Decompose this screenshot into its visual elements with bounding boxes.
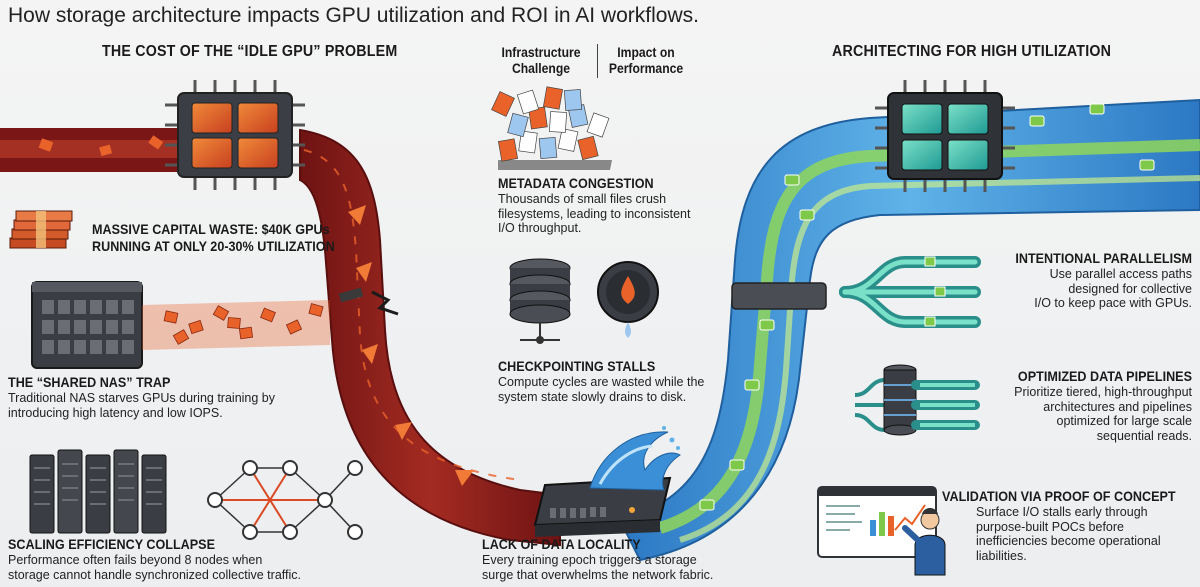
- tiered-storage-icon: [854, 364, 980, 436]
- col1-line1: Infrastructure: [501, 45, 581, 60]
- col1-line2: Challenge: [511, 61, 571, 76]
- pipelines-line3: optimized for large scale: [1056, 414, 1192, 428]
- pipelines-line1: Prioritize tiered, high-throughput: [1014, 385, 1192, 399]
- database-icon: [509, 258, 571, 344]
- validation-line4: liabilities.: [976, 548, 1027, 563]
- scaling-line1: Performance often fails beyond 8 nodes w…: [8, 553, 263, 567]
- gpu-chip-icon: [875, 80, 1015, 192]
- left-section-title: THE COST OF THE “IDLE GPU” PROBLEM: [102, 43, 398, 60]
- parallelism-line3: I/O to keep pace with GPUs.: [1034, 296, 1192, 310]
- nas-server-icon: [31, 281, 330, 369]
- pipelines-line4: sequential reads.: [1096, 428, 1192, 443]
- metadata-line3: I/O throughput.: [498, 221, 582, 235]
- metadata-line2: filesystems, leading to inconsistent: [498, 206, 691, 221]
- scaling-heading: SCALING EFFICIENCY COLLAPSE: [8, 536, 215, 552]
- capital-waste-line2: RUNNING AT ONLY 20-30% UTILIZATION: [92, 238, 335, 254]
- validation-line3: inefficiencies become operational: [976, 534, 1161, 548]
- capital-waste-line1: MASSIVE CAPITAL WASTE: $40K GPUs: [92, 221, 330, 237]
- validation-block: VALIDATION VIA PROOF OF CONCEPT Surface …: [942, 488, 1192, 563]
- wave-icon: [589, 426, 681, 491]
- col2-line1: Impact on: [617, 45, 675, 60]
- parallelism-block: INTENTIONAL PARALLELISM Use parallel acc…: [972, 250, 1192, 311]
- column-header-impact: Impact on Performance: [600, 45, 692, 77]
- scaling-line2: storage cannot handle synchronized colle…: [8, 567, 301, 582]
- parallelism-heading: INTENTIONAL PARALLELISM: [1015, 250, 1192, 266]
- checkpointing-block: CHECKPOINTING STALLS Compute cycles are …: [498, 358, 704, 404]
- locality-line2: surge that overwhelms the network fabric…: [482, 567, 714, 582]
- validation-line2: purpose-built POCs before: [976, 519, 1124, 534]
- gpu-chip-icon: [165, 80, 305, 190]
- disk-drain-icon: [597, 261, 659, 338]
- page-title: How storage architecture impacts GPU uti…: [8, 4, 699, 27]
- checkpointing-line1: Compute cycles are wasted while the: [498, 375, 705, 389]
- pipelines-block: OPTIMIZED DATA PIPELINES Prioritize tier…: [972, 368, 1192, 443]
- small-files-icon: [491, 86, 612, 170]
- shared-nas-line2: introducing high latency and low IOPS.: [8, 405, 223, 420]
- shared-nas-block: THE “SHARED NAS” TRAP Traditional NAS st…: [8, 374, 275, 420]
- checkpointing-line2: system state slowly drains to disk.: [498, 389, 687, 404]
- right-section-title: ARCHITECTING FOR HIGH UTILIZATION: [832, 43, 1112, 60]
- locality-block: LACK OF DATA LOCALITY Every training epo…: [482, 536, 713, 582]
- metadata-heading: METADATA CONGESTION: [498, 175, 654, 191]
- col2-line2: Performance: [608, 61, 684, 76]
- validation-line1: Surface I/O stalls early through: [976, 505, 1148, 519]
- capital-waste-callout: MASSIVE CAPITAL WASTE: $40K GPUs RUNNING…: [92, 221, 362, 255]
- pipelines-line2: architectures and pipelines: [1043, 399, 1192, 414]
- clamp-icon: [731, 282, 827, 310]
- metadata-block: METADATA CONGESTION Thousands of small f…: [498, 175, 690, 236]
- scaling-block: SCALING EFFICIENCY COLLAPSE Performance …: [8, 536, 301, 582]
- shared-nas-line1: Traditional NAS starves GPUs during trai…: [8, 391, 276, 405]
- money-stack-icon: [9, 210, 73, 249]
- dashboard-presenter-icon: [817, 486, 946, 576]
- locality-line1: Every training epoch triggers a storage: [482, 553, 697, 567]
- shared-nas-heading: THE “SHARED NAS” TRAP: [8, 374, 171, 390]
- parallelism-line1: Use parallel access paths: [1049, 267, 1192, 281]
- pipelines-heading: OPTIMIZED DATA PIPELINES: [1017, 368, 1192, 384]
- checkpointing-heading: CHECKPOINTING STALLS: [498, 358, 656, 374]
- branching-paths-icon: [839, 256, 981, 328]
- network-nodes-icon: [207, 460, 363, 540]
- validation-heading: VALIDATION VIA PROOF OF CONCEPT: [942, 488, 1176, 504]
- metadata-line1: Thousands of small files crush: [498, 192, 667, 206]
- locality-heading: LACK OF DATA LOCALITY: [482, 536, 641, 552]
- column-divider: [597, 44, 598, 78]
- server-rack-icon: [29, 449, 167, 534]
- parallelism-line2: designed for collective: [1068, 281, 1192, 296]
- column-header-challenge: Infrastructure Challenge: [488, 45, 594, 77]
